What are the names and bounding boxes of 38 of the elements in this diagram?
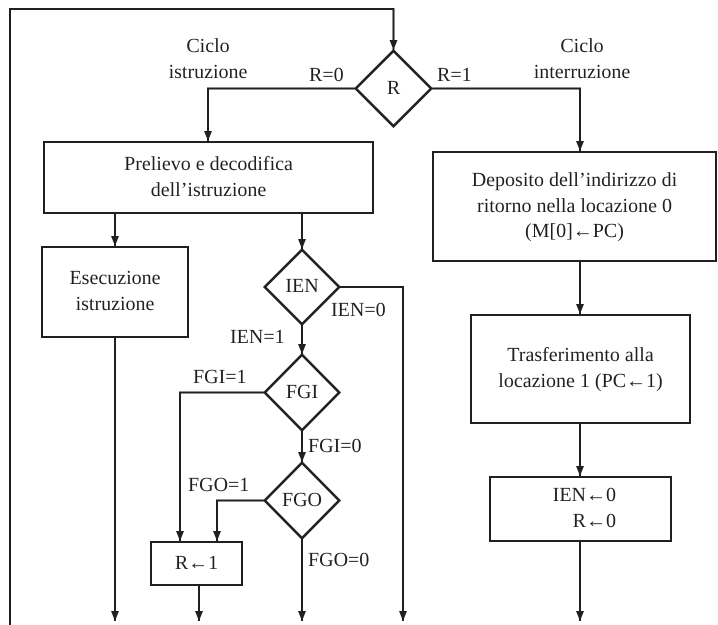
- arrow: [176, 392, 264, 541]
- process-text: R←0: [572, 509, 616, 534]
- arrow: [204, 88, 355, 141]
- arrow: [432, 88, 584, 151]
- arrow: [111, 214, 119, 246]
- process-text: R←1: [174, 550, 218, 576]
- arrow: [576, 542, 584, 621]
- arrow: [576, 262, 584, 314]
- arrow: [195, 586, 203, 621]
- arrow: [298, 214, 306, 249]
- decision-label: FGI: [286, 380, 318, 405]
- decision-label: IEN: [285, 274, 319, 300]
- arrow: [111, 338, 119, 621]
- arrow: [298, 431, 306, 462]
- process-box: [470, 314, 691, 424]
- decision-label: R: [386, 76, 400, 101]
- process-box: [489, 476, 672, 542]
- process-text: Deposito dell’indirizzo di ritorno nella locazione 0 (M[0]←PC): [470, 168, 678, 244]
- process-box: [41, 246, 189, 338]
- arrow: [340, 286, 407, 621]
- process-box: [43, 141, 374, 214]
- cycle-label: Ciclo istruzione: [168, 34, 248, 85]
- decision-diamond: [264, 354, 340, 431]
- decision-diamond: [264, 462, 340, 539]
- process-text: IEN←0: [552, 483, 616, 508]
- arrow: [213, 500, 264, 541]
- decision-label: FGO: [282, 488, 322, 513]
- arrow: [298, 325, 306, 354]
- process-box: [150, 541, 243, 586]
- cycle-label: Ciclo interruzione: [532, 34, 632, 85]
- arrow: [298, 539, 306, 621]
- process-text: Prelievo e decodifica dell’istruzione: [123, 152, 294, 202]
- decision-diamond: [355, 50, 432, 127]
- process-text: Trasferimento alla locazione 1 (PC←1): [497, 343, 664, 394]
- process-box: [432, 151, 717, 262]
- arrow: [9, 8, 398, 625]
- process-text: Esecuzione istruzione: [68, 266, 162, 317]
- arrow: [576, 424, 584, 476]
